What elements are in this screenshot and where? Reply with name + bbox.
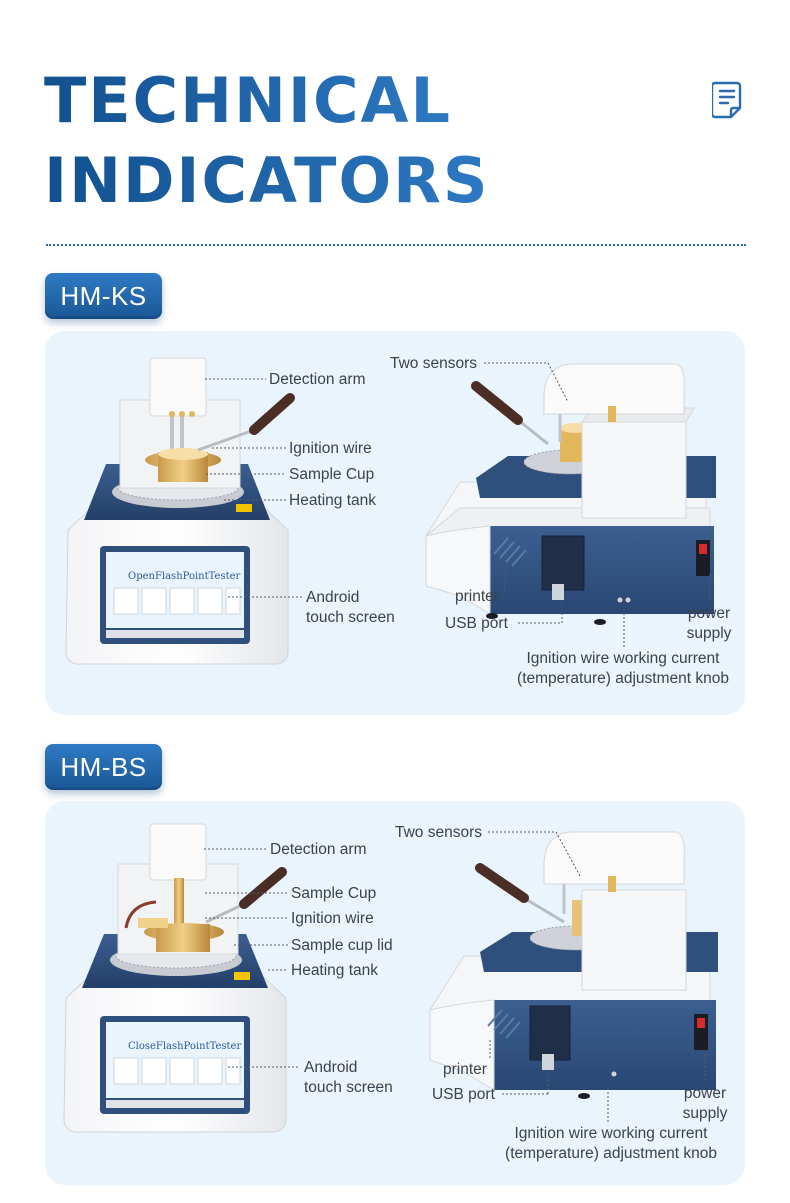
label-usb-port-hm-bs: USB port: [432, 1086, 495, 1103]
label-sample-cup-hm-ks: Sample Cup: [289, 466, 375, 483]
header-divider: [46, 244, 746, 246]
page-title-line-2: INDICATORS: [44, 144, 490, 217]
screen-title-text-hm-bs: CloseFlashPointTester: [128, 1041, 242, 1052]
label-two-sensors-hm-ks: Two sensors: [390, 355, 478, 372]
side-device-image-hm-ks: [425, 363, 716, 625]
label-supply-hm-bs: supply: [682, 1105, 728, 1122]
side-device-image-hm-bs: [429, 831, 718, 1099]
label-knob-line1-hm-ks: Ignition wire working current: [526, 650, 720, 667]
model-badge-hm-bs: HM-BS: [45, 744, 162, 790]
label-printer-hm-ks: printer: [455, 588, 499, 605]
label-android-hm-ks: Android: [306, 589, 360, 606]
screen-title-text-hm-ks: OpenFlashPointTester: [128, 571, 241, 582]
label-supply-hm-ks: supply: [686, 625, 732, 642]
label-knob-line2-hm-bs: (temperature) adjustment knob: [505, 1145, 717, 1162]
page-title-line-1: TECHNICAL: [44, 64, 452, 137]
label-heating-tank-hm-ks: Heating tank: [289, 492, 377, 509]
label-knob-line2-hm-ks: (temperature) adjustment knob: [517, 670, 729, 687]
label-detection-arm-hm-ks: Detection arm: [269, 371, 366, 388]
label-sample-cup-hm-bs: Sample Cup: [291, 885, 377, 902]
label-two-sensors-hm-bs: Two sensors: [395, 824, 483, 841]
label-printer-hm-bs: printer: [443, 1061, 487, 1078]
label-detection-arm-hm-bs: Detection arm: [270, 841, 367, 858]
label-touch-screen-hm-bs: touch screen: [304, 1079, 393, 1096]
label-power-hm-bs: power: [683, 1085, 727, 1102]
label-android-hm-bs: Android: [304, 1059, 358, 1076]
label-power-hm-ks: power: [687, 605, 731, 622]
front-device-image-hm-ks: [65, 357, 295, 665]
label-touch-screen-hm-ks: touch screen: [306, 609, 395, 626]
label-knob-line1-hm-bs: Ignition wire working current: [514, 1125, 708, 1142]
label-ignition-wire-hm-ks: Ignition wire: [289, 440, 372, 457]
label-usb-port-hm-ks: USB port: [445, 615, 508, 632]
front-device-image-hm-bs: [63, 823, 287, 1133]
label-heating-tank-hm-bs: Heating tank: [291, 962, 379, 979]
label-ignition-wire-hm-bs: Ignition wire: [291, 910, 374, 927]
document-list-icon: [712, 81, 742, 119]
label-sample-cup-lid-hm-bs: Sample cup lid: [291, 937, 393, 954]
model-badge-hm-ks: HM-KS: [45, 273, 162, 319]
